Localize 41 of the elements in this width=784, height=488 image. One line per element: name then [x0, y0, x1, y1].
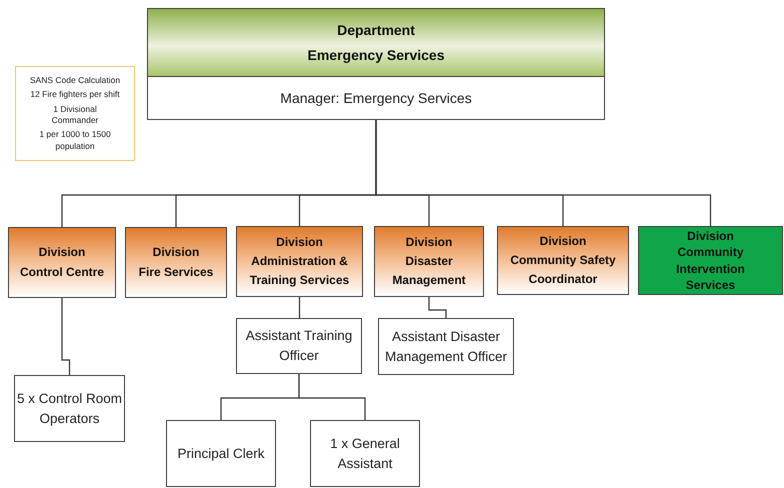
note-text: SANS Code Calculation	[30, 74, 120, 86]
division-box	[8, 227, 116, 298]
position-title: Assistant Training Officer	[244, 327, 354, 365]
division-label: Division	[38, 244, 86, 262]
division-label: Division	[540, 232, 586, 250]
connector-line	[298, 374, 366, 420]
connector-line	[61, 298, 70, 375]
connector-line	[428, 297, 447, 318]
position-box	[310, 420, 420, 487]
division-label: Division	[152, 244, 200, 262]
division-label: Division	[687, 228, 734, 244]
note-text: 12 Fire fighters per shift	[30, 89, 120, 101]
division-label: Division	[406, 234, 452, 251]
division-name: Fire Services	[138, 264, 214, 280]
division-name: Administration & Training Services	[248, 252, 350, 290]
department-box	[147, 8, 605, 120]
note-box	[15, 66, 135, 161]
division-box	[497, 226, 629, 295]
note-text: 1 Divisional Commander	[50, 104, 100, 126]
division-label: Division	[276, 234, 323, 251]
position-box	[378, 318, 514, 375]
position-title: 1 x General Assistant	[329, 434, 401, 472]
position-title: Assistant Disaster Management Officer	[384, 328, 508, 366]
connector-line	[298, 297, 300, 318]
division-name: Disaster Management	[391, 252, 467, 290]
position-title: Principal Clerk	[177, 444, 265, 463]
division-box	[374, 226, 484, 297]
note-text: 1 per 1000 to 1500 population	[38, 129, 112, 152]
division-box	[638, 226, 783, 295]
division-name: Control Centre	[20, 264, 104, 280]
connector-line	[375, 120, 712, 226]
manager-title: Manager: Emergency Services	[280, 90, 472, 106]
department-title: Department Emergency Services	[306, 21, 446, 65]
position-box	[236, 318, 362, 374]
division-box	[236, 226, 363, 297]
position-title: 5 x Control Room Operators	[16, 390, 124, 428]
position-box	[14, 375, 125, 442]
division-name: Community Safety Coordinator	[509, 252, 617, 288]
division-box	[125, 227, 227, 298]
position-box	[166, 420, 276, 487]
division-name: Community Intervention Services	[675, 244, 746, 293]
